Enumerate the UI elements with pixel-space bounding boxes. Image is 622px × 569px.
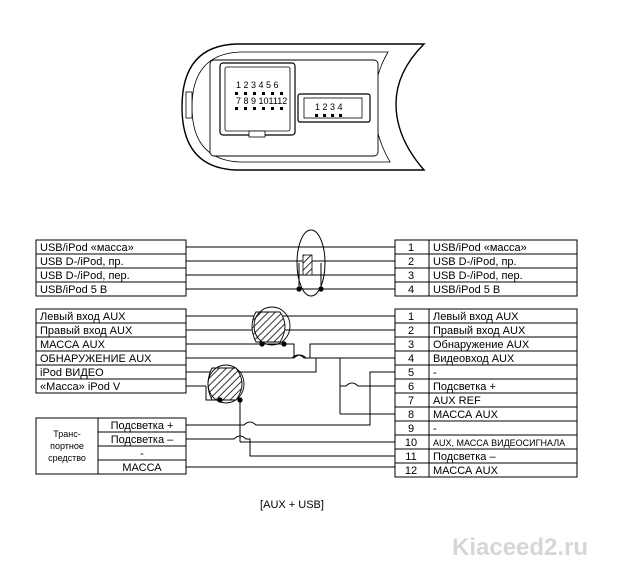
pin-label: USB/iPod «масса» — [433, 242, 527, 254]
aux-left-label: «Масса» iPod V — [40, 381, 121, 393]
aux-left-label: iPod ВИДЕО — [40, 367, 104, 379]
vehicle-row-label: Подсветка + — [111, 420, 174, 432]
pin-label: - — [433, 423, 437, 435]
pin-label: AUX REF — [433, 395, 481, 407]
pin-label: Левый вход AUX — [433, 311, 519, 323]
connector-face: 1 2 3 4 5 6 7 8 9 101112 1 2 3 4 — [181, 43, 426, 171]
pin-numbers-row1: 1 2 3 4 5 6 — [236, 80, 279, 90]
pin-label: Подсветка + — [433, 381, 496, 393]
vehicle-label: Транс- — [53, 429, 80, 439]
main-socket: 1 2 3 4 5 6 7 8 9 101112 — [219, 62, 296, 138]
pin-label: USB/iPod 5 В — [433, 284, 500, 296]
pin-number: 2 — [408, 256, 414, 268]
watermark: Kiaceed2.ru — [452, 534, 588, 561]
pin-number: 9 — [408, 423, 414, 435]
usb-left-label: USB D-/iPod, пр. — [40, 256, 124, 268]
diagram-caption: [AUX + USB] — [260, 499, 324, 511]
vehicle-label: портное — [50, 441, 84, 451]
pin-number: 3 — [408, 270, 414, 282]
pin-label: МАССА AUX — [433, 409, 499, 421]
aux-left-label: Правый вход AUX — [40, 325, 133, 337]
vehicle-label: средство — [48, 453, 86, 463]
pin-table-aux: 1 2 3 4 5 6 7 8 9 10 11 12 Левый вход AU… — [394, 308, 578, 478]
pin-label: AUX, МАССА ВИДЕОСИГНАЛА — [433, 438, 565, 448]
pin-number: 8 — [408, 409, 414, 421]
pin-number: 3 — [408, 339, 414, 351]
pin-label: Видеовход AUX — [433, 353, 515, 365]
pin-label: - — [433, 367, 437, 379]
pin-number: 6 — [408, 381, 414, 393]
vehicle-harness: Транс- портное средство Подсветка + Подс… — [35, 371, 395, 475]
pin-number: 1 — [408, 311, 414, 323]
pin-number: 2 — [408, 325, 414, 337]
pin-holes-row2 — [235, 107, 283, 110]
pin-label: USB D-/iPod, пер. — [433, 270, 523, 282]
usb-harness: USB/iPod «масса» USB D-/iPod, пр. USB D-… — [35, 229, 395, 297]
usb-left-label: USB/iPod «масса» — [40, 242, 134, 254]
aux-left-label: МАССА AUX — [40, 339, 106, 351]
pin-number: 10 — [405, 437, 417, 449]
vehicle-row-label: - — [140, 448, 144, 460]
pin-number: 1 — [408, 242, 414, 254]
pin-label: МАССА AUX — [433, 465, 499, 477]
pin-label: Подсветка – — [433, 451, 496, 463]
pin-label: USB D-/iPod, пр. — [433, 256, 517, 268]
pin-number: 4 — [408, 284, 414, 296]
usb-left-label: USB/iPod 5 В — [40, 284, 107, 296]
pin-number: 5 — [408, 367, 414, 379]
pin-holes-row1 — [235, 92, 283, 95]
pin-label: Обнаружение AUX — [433, 339, 530, 351]
pin-number: 7 — [408, 395, 414, 407]
vehicle-row-label: МАССА — [122, 462, 162, 474]
usb-socket: 1 2 3 4 — [297, 93, 371, 123]
pin-number: 12 — [405, 465, 417, 477]
pin-table-usb: 1 2 3 4 USB/iPod «масса» USB D-/iPod, пр… — [394, 239, 578, 297]
aux-left-label: ОБНАРУЖЕНИЕ AUX — [40, 353, 152, 365]
pin-label: Правый вход AUX — [433, 325, 526, 337]
pin-numbers-row2: 7 8 9 101112 — [236, 96, 287, 106]
pin-number: 4 — [408, 353, 414, 365]
usb-pin-numbers: 1 2 3 4 — [315, 102, 343, 112]
usb-left-label: USB D-/iPod, пер. — [40, 270, 130, 282]
pin-number: 11 — [405, 451, 416, 463]
aux-left-label: Левый вход AUX — [40, 311, 126, 323]
vehicle-row-label: Подсветка – — [111, 434, 174, 446]
aux-harness: Левый вход AUX Правый вход AUX МАССА AUX… — [35, 306, 395, 443]
